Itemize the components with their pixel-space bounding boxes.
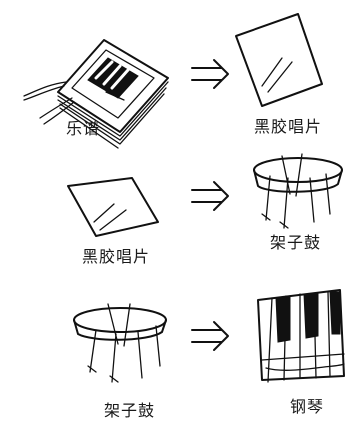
- arrow-icon: [191, 321, 229, 351]
- label-piano: 钢琴: [290, 397, 325, 416]
- arrow-icon: [191, 181, 229, 211]
- drum-kit-icon: [73, 303, 167, 383]
- label-drum-kit: 架子鼓: [104, 401, 156, 420]
- sheet-music-book-icon: [23, 39, 169, 149]
- label-drum-kit: 架子鼓: [270, 233, 322, 252]
- label-sheet-music: 乐谱: [66, 119, 101, 138]
- drum-kit-icon: [253, 153, 343, 229]
- vinyl-record-icon: [235, 13, 323, 107]
- arrow-icon: [191, 59, 229, 89]
- label-vinyl-record: 黑胶唱片: [254, 117, 323, 136]
- vinyl-record-icon: [67, 177, 159, 237]
- piano-keys-icon: [257, 289, 345, 383]
- label-vinyl-record: 黑胶唱片: [82, 247, 151, 266]
